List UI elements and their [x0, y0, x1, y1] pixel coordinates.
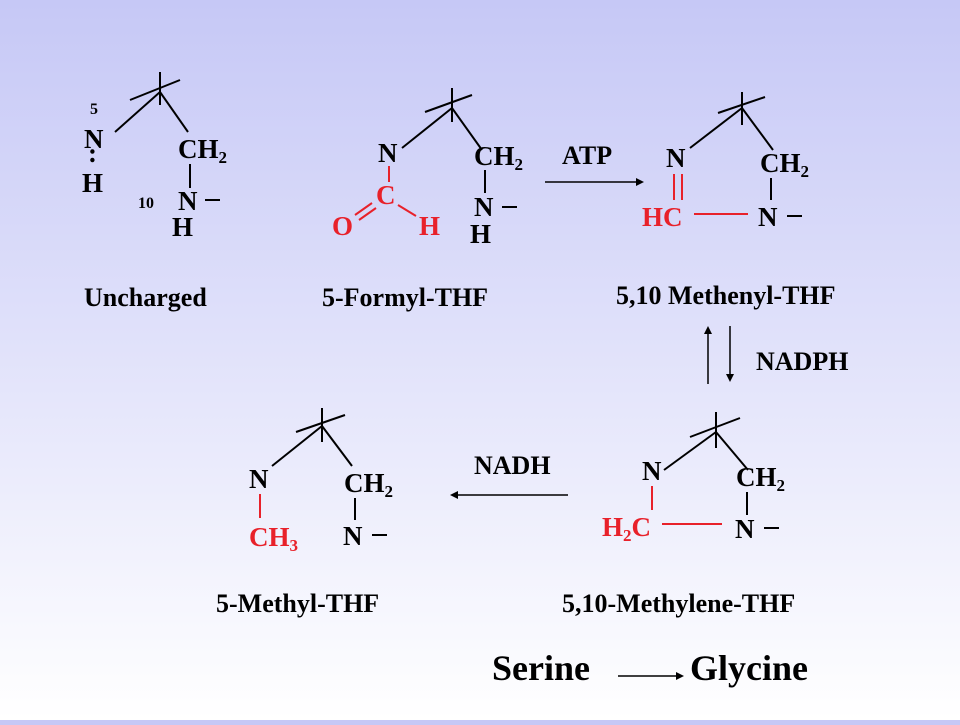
- molecule-5-10-methylene-thf: N H2C CH2 N: [602, 412, 785, 545]
- atom-n10: N: [343, 521, 363, 551]
- arrow-head: [450, 491, 458, 499]
- atom-n5: N: [666, 143, 686, 173]
- label-uncharged: Uncharged: [84, 283, 207, 312]
- bond: [424, 94, 473, 113]
- arrow-head: [676, 672, 684, 680]
- bond: [401, 107, 453, 149]
- atom-h5: H: [82, 168, 103, 198]
- arrow-head: [636, 178, 644, 186]
- bond: [114, 91, 161, 133]
- atom-n5: N: [642, 456, 662, 486]
- atom-formyl-o: O: [332, 211, 353, 241]
- bond: [271, 425, 323, 467]
- position-10-label: 10: [138, 195, 154, 212]
- atom-n5: N: [378, 138, 398, 168]
- atom-h10: H: [470, 219, 491, 249]
- atom-h10: H: [172, 212, 193, 242]
- atom-n5: N: [84, 124, 104, 154]
- atom-n10: N: [474, 192, 494, 222]
- atom-n10: N: [178, 186, 198, 216]
- atom-formyl-c: C: [376, 180, 396, 210]
- bond: [451, 107, 483, 151]
- label-5-formyl-thf: 5-Formyl-THF: [322, 283, 488, 312]
- molecule-5-methyl-thf: N CH3 CH2 N: [249, 408, 393, 555]
- bond: [397, 204, 417, 217]
- atom-n10: N: [758, 202, 778, 232]
- arrow-down-head: [726, 374, 734, 382]
- label-5-methyl-thf: 5-Methyl-THF: [216, 589, 379, 618]
- atom-n5: N: [249, 464, 269, 494]
- bond: [295, 414, 346, 433]
- bond: [663, 431, 717, 471]
- atom-ch2: CH2: [760, 148, 809, 181]
- lone-pair: :: [88, 138, 97, 168]
- atom-n10: N: [735, 514, 755, 544]
- reagent-nadph: NADPH: [756, 347, 848, 376]
- reagent-atp: ATP: [562, 141, 612, 170]
- bond: [159, 91, 189, 133]
- bond: [321, 425, 353, 467]
- double-bond: [358, 207, 377, 221]
- label-5-10-methenyl-thf: 5,10 Methenyl-THF: [616, 281, 836, 310]
- atom-formyl-h: H: [419, 211, 440, 241]
- reagent-nadh: NADH: [474, 451, 551, 480]
- glycine-label: Glycine: [690, 648, 808, 688]
- atom-methyl-ch3: CH3: [249, 522, 298, 555]
- bond: [689, 107, 743, 149]
- arrow-up-head: [704, 326, 712, 334]
- atom-methylene-h2c: H2C: [602, 512, 651, 545]
- atom-methenyl-hc: HC: [642, 202, 683, 232]
- atom-ch2: CH2: [178, 134, 227, 167]
- label-5-10-methylene-thf: 5,10-Methylene-THF: [562, 589, 795, 618]
- atom-ch2: CH2: [474, 141, 523, 174]
- atom-ch2: CH2: [344, 468, 393, 501]
- bond: [129, 79, 181, 101]
- atom-ch2: CH2: [736, 462, 785, 495]
- molecule-uncharged: 5 N : H CH2 10 N H: [82, 72, 227, 242]
- bond: [715, 431, 749, 471]
- position-5-label: 5: [90, 101, 98, 118]
- molecule-5-10-methenyl-thf: N HC CH2 N: [642, 92, 809, 232]
- bond: [741, 107, 774, 151]
- double-bond: [354, 202, 373, 216]
- molecule-5-formyl-thf: N C O H CH2 N H: [332, 88, 523, 249]
- serine-label: Serine: [492, 648, 590, 688]
